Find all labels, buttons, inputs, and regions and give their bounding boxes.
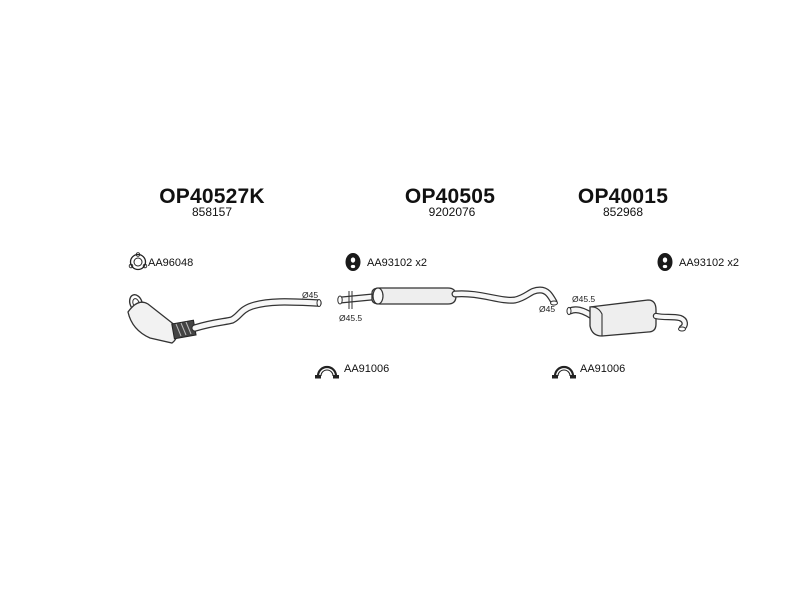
middle-silencer-oem-number: 9202076 <box>428 205 476 219</box>
gasket-ring-icon <box>128 252 148 271</box>
middle-outlet-diameter: Ø45 <box>539 304 556 314</box>
rear-silencer-oem-number: 852968 <box>602 205 644 219</box>
rubber-hanger-icon <box>657 253 673 271</box>
gasket-code-label: AA96048 <box>148 257 194 269</box>
hanger-code-label-middle: AA93102 x2 <box>367 257 427 269</box>
pipe-clamp-icon <box>552 365 576 379</box>
front-pipe-outlet-diameter: Ø45 <box>302 290 319 300</box>
clamp-code-label-rear: AA91006 <box>580 363 626 375</box>
front-pipe-part-number: OP40527K <box>159 185 265 208</box>
middle-silencer-part-number: OP40505 <box>404 185 496 208</box>
front-pipe-drawing <box>127 294 322 344</box>
pipe-clamp-icon <box>315 365 339 379</box>
rubber-hanger-icon <box>345 253 361 271</box>
clamp-code-label-middle: AA91006 <box>344 363 390 375</box>
middle-silencer-drawing <box>337 286 558 309</box>
hanger-code-label-rear: AA93102 x2 <box>679 257 739 269</box>
rear-silencer-part-number: OP40015 <box>577 185 669 208</box>
middle-inlet-diameter: Ø45.5 <box>339 313 363 323</box>
front-pipe-oem-number: 858157 <box>191 205 233 219</box>
rear-silencer-drawing <box>566 299 688 337</box>
rear-inlet-diameter: Ø45.5 <box>572 294 596 304</box>
